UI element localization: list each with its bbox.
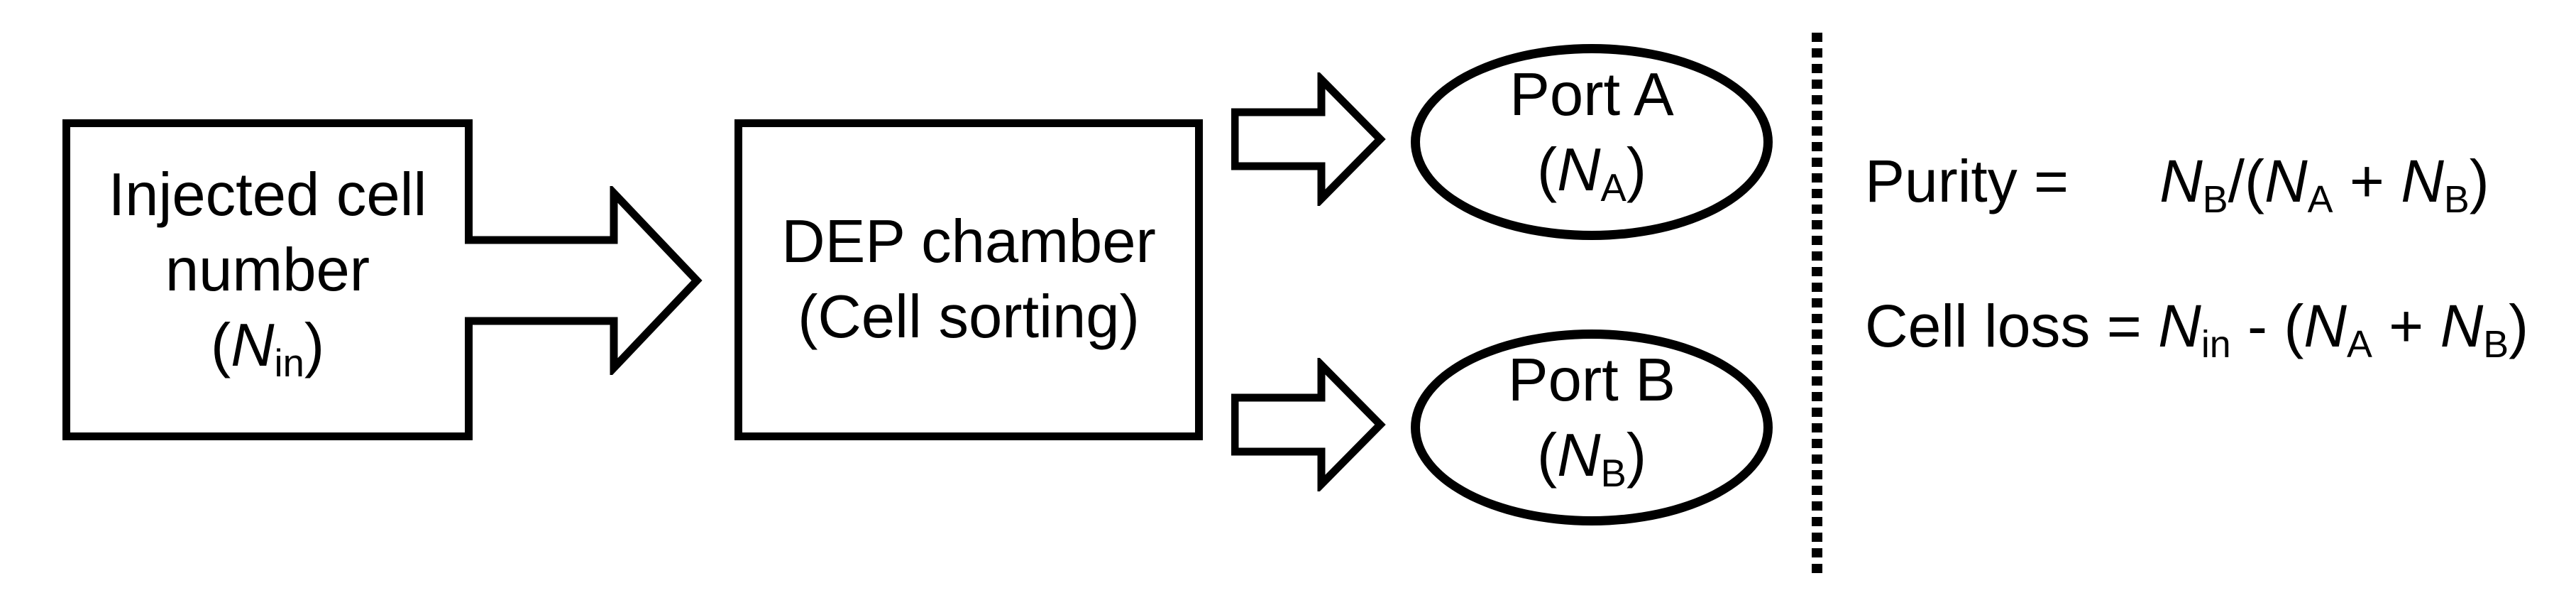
text-part: (	[1536, 136, 1558, 205]
dep-chamber-box: DEP chamber (Cell sorting)	[734, 119, 1203, 440]
text-part: )	[2469, 148, 2489, 214]
text-part: +	[2333, 148, 2401, 214]
text-part: - (	[2230, 293, 2304, 359]
text-part: )	[1626, 136, 1647, 205]
injected-cell-box: Injected cell number (Nin)	[62, 119, 473, 440]
block-arrow-right-icon	[465, 186, 703, 375]
text-part: )	[1626, 422, 1647, 490]
subscript: A	[2307, 178, 2333, 222]
text-part: )	[304, 312, 325, 380]
text-part: (	[1536, 422, 1558, 490]
text-part: /(	[2228, 148, 2264, 214]
text-part: Cell loss =	[1865, 293, 2159, 359]
port-a-ellipse: Port A (NA)	[1411, 44, 1773, 240]
subscript: A	[2346, 323, 2372, 366]
subscript: in	[2201, 323, 2231, 366]
injected-cell-box-line2: number	[165, 236, 370, 305]
variable: N	[2440, 293, 2484, 359]
text-part: Purity =	[1865, 148, 2069, 214]
variable: N	[2303, 293, 2347, 359]
block-arrow-port-b-icon	[1231, 358, 1386, 491]
block-arrow-port-a-icon	[1231, 72, 1386, 206]
dep-chamber-box-line1: DEP chamber	[781, 208, 1156, 276]
dep-chamber-box-line2: (Cell sorting)	[798, 283, 1140, 351]
subscript: B	[2443, 178, 2470, 222]
port-b-count: (NB)	[1537, 418, 1646, 511]
variable: N	[2264, 148, 2308, 214]
subscript: in	[274, 342, 304, 386]
subscript: B	[2202, 178, 2228, 222]
text-part: +	[2372, 293, 2440, 359]
variable: N	[2159, 148, 2203, 214]
dashed-divider	[1812, 33, 1822, 574]
variable: N	[2401, 148, 2444, 214]
text-part: (	[210, 312, 231, 380]
subscript: B	[1600, 452, 1626, 496]
port-a-title: Port A	[1509, 61, 1674, 129]
injected-cell-box-nin: (Nin)	[211, 308, 324, 401]
text-part: )	[2509, 293, 2529, 359]
variable: N	[1557, 422, 1601, 490]
port-a-count: (NA)	[1537, 133, 1646, 226]
cell-loss-formula: Cell loss = Nin - (NA + NB)	[1865, 290, 2528, 380]
port-b-ellipse: Port B (NB)	[1411, 329, 1773, 525]
injected-cell-box-line1: Injected cell	[108, 161, 427, 229]
variable: N	[1557, 136, 1601, 205]
variable: N	[231, 312, 275, 380]
subscript: A	[1600, 166, 1626, 210]
port-b-title: Port B	[1507, 347, 1676, 415]
subscript: B	[2483, 323, 2509, 366]
variable: N	[2158, 293, 2201, 359]
purity-formula: Purity =NB/(NA + NB)	[1865, 146, 2489, 235]
